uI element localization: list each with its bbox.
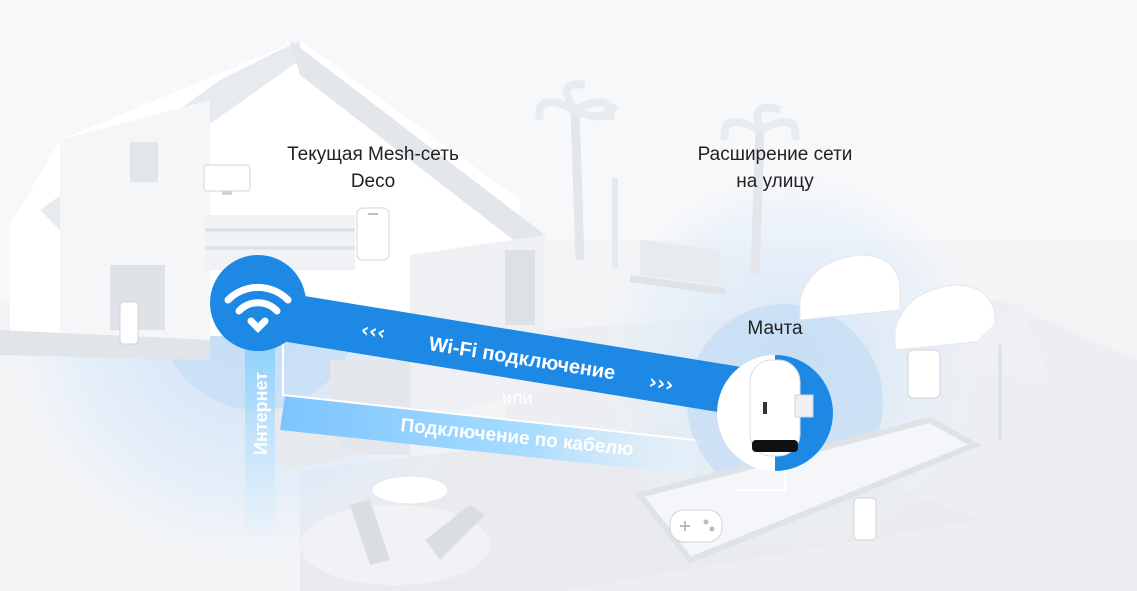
wifi-chevrons-right-icon: ››› xyxy=(647,369,675,397)
internet-line: Интернет xyxy=(245,335,275,535)
mesh-unit-icon xyxy=(356,207,390,261)
current-mesh-label: Текущая Mesh-сеть Deco xyxy=(258,142,488,195)
phone-icon xyxy=(119,301,139,345)
internet-label: Интернет xyxy=(251,372,271,455)
sun-loungers xyxy=(300,475,490,585)
or-label: или xyxy=(502,388,533,408)
mast-device xyxy=(717,355,833,471)
tv-icon xyxy=(203,164,251,195)
current-mesh-label-line1: Текущая Mesh-сеть xyxy=(287,144,459,165)
outdoor-extension-label: Расширение сети на улицу xyxy=(670,142,880,195)
wifi-chevrons-left-icon: ‹‹‹ xyxy=(359,317,387,345)
house xyxy=(0,40,545,470)
patio-umbrella xyxy=(945,300,1050,440)
outdoor-extension-label-line2: на улицу xyxy=(736,170,814,192)
palm-trees xyxy=(535,80,800,276)
outdoor-extension-label-line1: Расширение сети xyxy=(697,144,853,165)
pool xyxy=(634,416,982,564)
tablet-icon xyxy=(907,349,941,399)
wifi-icon xyxy=(224,283,292,333)
parked-cars xyxy=(799,254,996,351)
gamepad-icon xyxy=(669,509,723,543)
home-wifi-hub xyxy=(210,255,306,351)
phone-icon-pool xyxy=(853,497,877,541)
mast-label: Мачта xyxy=(747,318,803,339)
bench xyxy=(630,240,725,295)
current-mesh-label-line2: Deco xyxy=(350,170,396,192)
